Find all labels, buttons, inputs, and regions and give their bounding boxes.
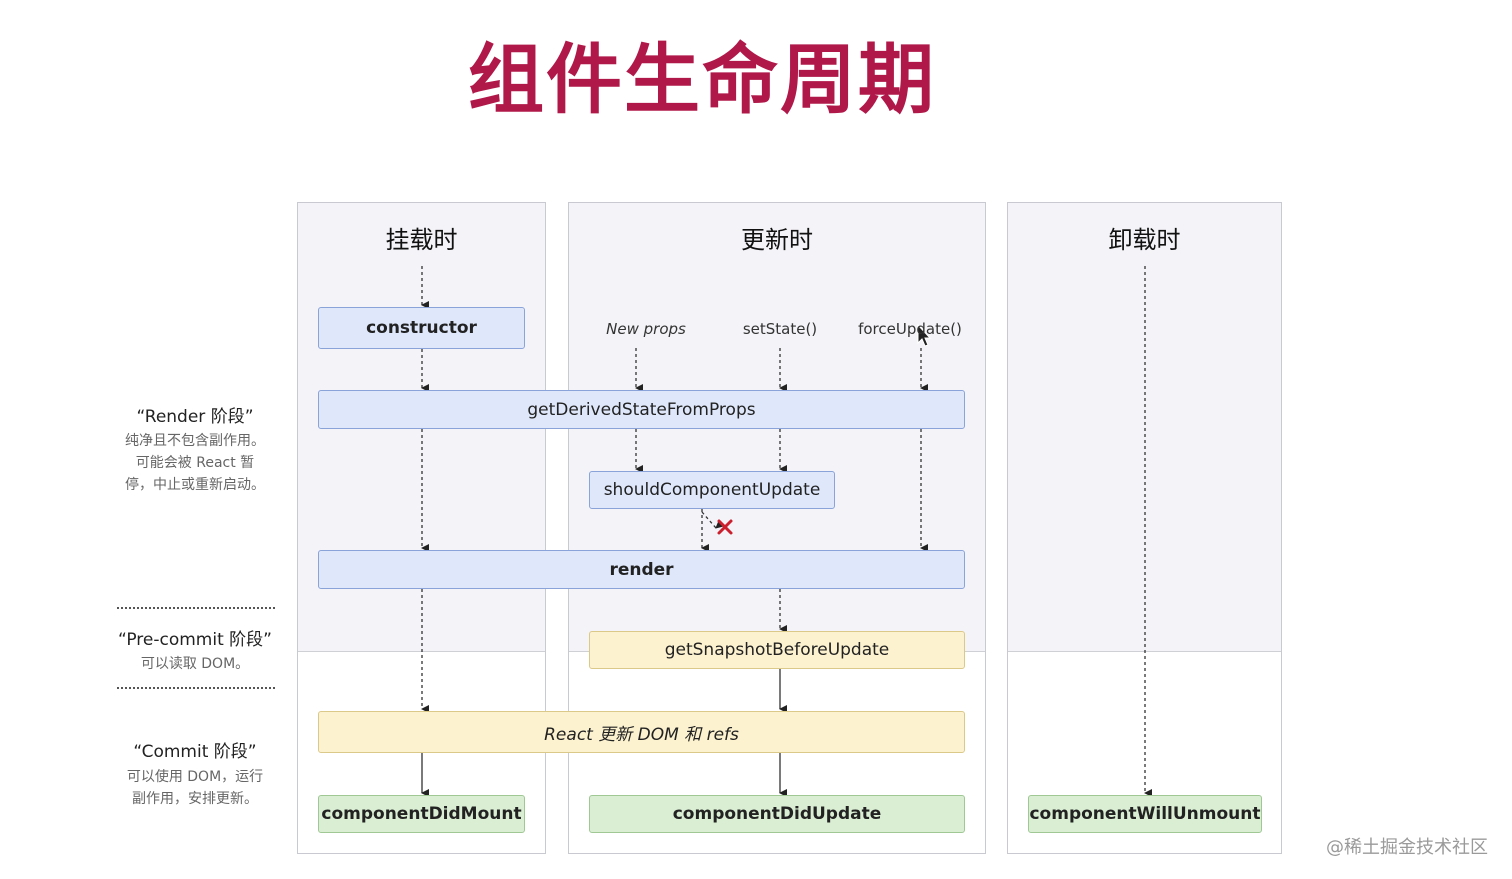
constructor-box: constructor: [318, 307, 525, 349]
unmount-column-title: 卸载时: [1108, 226, 1181, 254]
trigger-set-state: setState(): [742, 320, 818, 338]
precommit-phase-desc: 可以读取 DOM。: [140, 656, 250, 672]
commit-phase-title: “Commit 阶段”: [133, 742, 257, 762]
phase-divider-2: [117, 687, 275, 689]
cancel-cross-icon: [717, 519, 733, 535]
render-box: render: [318, 550, 965, 589]
render-phase-desc-1: 纯净且不包含副作用。: [125, 433, 265, 449]
watermark-text: @稀土掘金技术社区: [1326, 837, 1488, 858]
render-phase-desc-2: 可能会被 React 暂: [135, 455, 255, 471]
update-column-title: 更新时: [741, 226, 813, 254]
get-derived-state-box: getDerivedStateFromProps: [318, 390, 965, 429]
will-unmount-box: componentWillUnmount: [1028, 795, 1262, 833]
arrow-shouldupdate-cancel: [701, 511, 724, 529]
react-update-dom-box: React 更新 DOM 和 refs: [318, 711, 965, 753]
mouse-cursor-icon: [917, 323, 932, 347]
phase-divider-1: [117, 607, 275, 609]
precommit-phase-title: “Pre-commit 阶段”: [118, 630, 272, 650]
page-title: 组件生命周期: [468, 35, 936, 124]
trigger-force-update: forceUpdate(): [858, 320, 962, 338]
should-component-update-box: shouldComponentUpdate: [589, 471, 835, 509]
commit-phase-desc-1: 可以使用 DOM，运行: [126, 769, 264, 785]
render-phase-desc-3: 停，中止或重新启动。: [125, 477, 265, 493]
trigger-new-props: New props: [606, 320, 686, 338]
did-mount-box: componentDidMount: [318, 795, 525, 833]
did-update-box: componentDidUpdate: [589, 795, 965, 833]
get-snapshot-box: getSnapshotBeforeUpdate: [589, 631, 965, 669]
mount-column-title: 挂载时: [385, 226, 458, 254]
render-phase-title: “Render 阶段”: [136, 407, 254, 427]
commit-phase-desc-2: 副作用，安排更新。: [132, 791, 258, 807]
